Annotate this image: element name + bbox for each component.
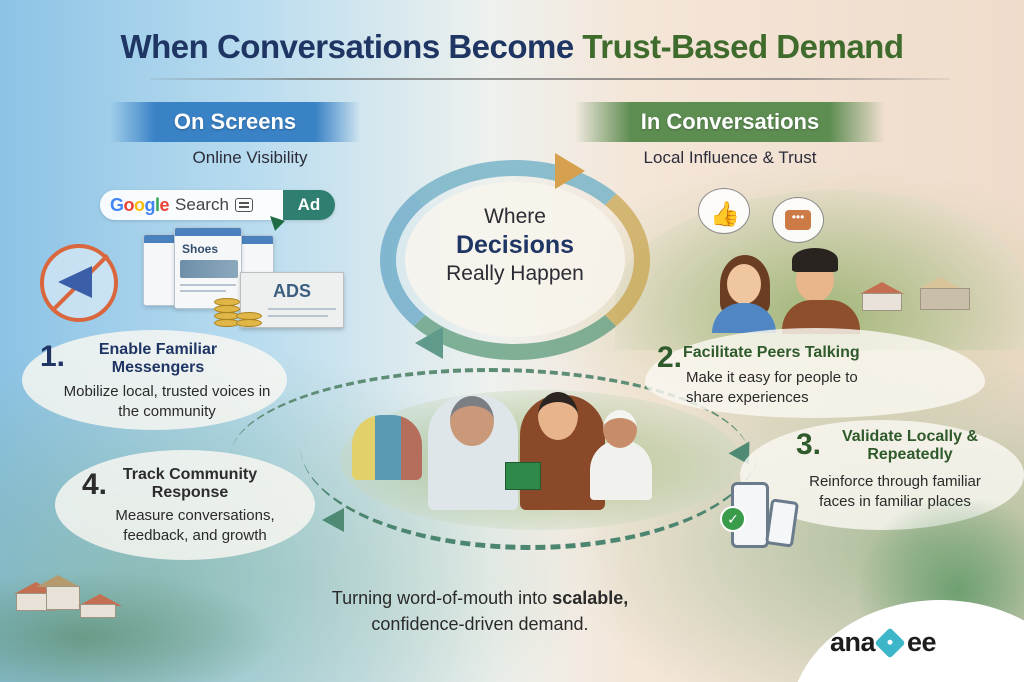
logo-mark-icon xyxy=(874,626,906,659)
green-booklet xyxy=(505,462,541,490)
step-4-description: Measure conversations, feedback, and gro… xyxy=(115,507,275,544)
title-part-1: When Conversations Become xyxy=(120,28,583,65)
chat-dots-icon: ••• xyxy=(785,210,811,230)
shoe-image xyxy=(180,260,238,278)
speech-bubble xyxy=(698,188,750,234)
center-ellipse xyxy=(405,182,625,337)
online-visibility-subtitle: Online Visibility xyxy=(192,148,308,167)
google-logo: Google xyxy=(110,194,170,215)
text-line xyxy=(180,290,226,292)
logo-text-left: ana xyxy=(830,627,876,657)
whatsapp-check-icon: ✓ xyxy=(720,506,746,532)
text-line xyxy=(180,284,236,286)
barn xyxy=(920,288,970,310)
google-search-bar: Google Search Ad xyxy=(100,190,335,220)
menu-icon xyxy=(234,198,253,212)
tagline-bold: scalable, xyxy=(552,588,629,608)
center-message: Where Decisions Really Happen xyxy=(405,205,625,286)
house xyxy=(80,604,116,618)
page-title: When Conversations Become Trust-Based De… xyxy=(0,28,1024,66)
young-man-head xyxy=(538,392,578,440)
megaphone-icon xyxy=(58,266,92,298)
smartphone-small-icon xyxy=(764,498,800,548)
ads-newspaper xyxy=(240,272,344,328)
step-1-title: Enable Familiar Messengers xyxy=(98,341,218,377)
house-roof xyxy=(36,575,80,587)
old-man-head xyxy=(603,410,637,448)
dashed-loop-bottom xyxy=(300,340,760,550)
step-3-title: Validate Locally & Repeatedly xyxy=(841,428,979,464)
brand-logo: ana ee xyxy=(830,626,937,659)
step-2-number: 2. xyxy=(657,341,683,374)
tagline: Turning word-of-mouth into scalable, con… xyxy=(280,585,680,637)
tagline-part-1: Turning word-of-mouth into xyxy=(331,588,553,608)
center-line-2: Decisions xyxy=(455,231,575,259)
step-2-callout xyxy=(645,328,985,418)
text-line xyxy=(268,315,328,317)
step-2-title: Facilitate Peers Talking xyxy=(683,344,860,361)
title-divider xyxy=(150,78,950,80)
step-4-callout xyxy=(55,450,315,560)
old-man-figure xyxy=(590,440,652,500)
step-1-description: Mobilize local, trusted voices in the co… xyxy=(63,383,271,420)
center-line-3: Really Happen xyxy=(446,262,584,285)
text-line xyxy=(268,308,336,310)
step-4-number: 4. xyxy=(82,468,108,501)
man-figure xyxy=(792,248,838,272)
elder-head xyxy=(450,396,494,446)
local-influence-subtitle: Local Influence & Trust xyxy=(643,148,817,167)
woman-face xyxy=(727,264,761,304)
villagers-group xyxy=(352,415,422,480)
step-2-description: Make it easy for people to share experie… xyxy=(686,369,858,406)
arrow-left-icon xyxy=(322,508,344,532)
house-roof xyxy=(918,277,962,289)
shoes-label: Shoes xyxy=(182,242,219,256)
arrow-right-icon xyxy=(555,153,585,189)
no-megaphone-icon xyxy=(40,244,118,322)
step-4-title: Track Community Response xyxy=(122,466,258,502)
search-label: Search xyxy=(175,195,229,214)
ad-badge: Ad xyxy=(283,190,335,220)
in-conversations-banner: In Conversations xyxy=(575,102,885,142)
title-part-2: Trust-Based Demand xyxy=(582,28,904,65)
logo-text-right: ee xyxy=(907,627,937,657)
coin xyxy=(236,319,262,327)
ads-label: ADS xyxy=(272,281,311,301)
thumbs-up-icon: 👍 xyxy=(710,201,740,228)
house xyxy=(46,586,80,610)
step-3-number: 3. xyxy=(796,428,822,461)
house xyxy=(862,293,902,311)
center-line-1: Where xyxy=(484,205,546,228)
step-1-number: 1. xyxy=(40,340,66,373)
house-roof xyxy=(78,594,122,606)
on-screens-banner: On Screens xyxy=(110,102,360,142)
tagline-part-2: confidence-driven demand. xyxy=(371,614,589,635)
step-1-callout xyxy=(22,330,287,430)
house-roof xyxy=(860,282,904,294)
